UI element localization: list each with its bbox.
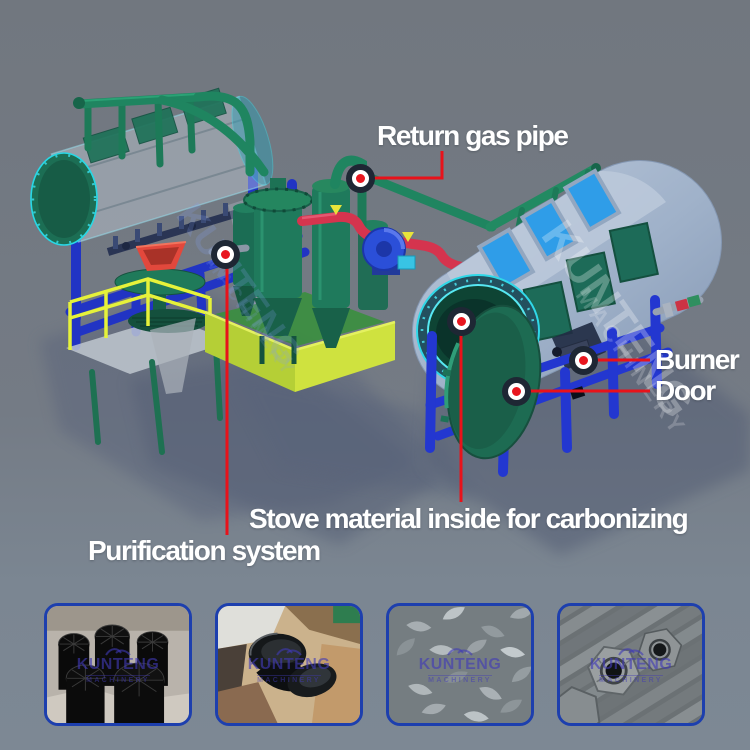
product-photo-gallery: KUNTENG MACHINERY (44, 603, 706, 726)
side-valve (652, 294, 704, 318)
briquette-illustration (560, 606, 702, 723)
purification-system-unit (204, 155, 601, 392)
label-door: Door (655, 375, 716, 406)
shell-charcoal-illustration (218, 606, 360, 723)
marker-door (507, 382, 525, 400)
shell-charcoal-in-hands-photo: KUNTENG MACHINERY (215, 603, 363, 726)
marker-burner (574, 351, 592, 369)
marker-stove-material (452, 312, 470, 330)
machinery-scene: KUNTENG MACHINERY KUNTENG MACHINERY (30, 87, 750, 555)
label-return-gas-pipe: Return gas pipe (377, 120, 569, 151)
carbonizing-stove (411, 160, 722, 477)
operator-platform (66, 277, 232, 455)
charcoal-shell-pieces-photo: KUNTENG MACHINERY (386, 603, 534, 726)
drum-end-cap (30, 152, 98, 246)
marker-purification-system (216, 245, 234, 263)
induced-draft-fan (362, 227, 416, 275)
charcoal-logs-illustration (47, 606, 189, 723)
drum-top-pipes (73, 91, 269, 177)
marker-return-gas-pipe (351, 169, 369, 187)
hardwood-charcoal-photo: KUNTENG MACHINERY (44, 603, 192, 726)
briquette-charcoal-photo: KUNTENG MACHINERY (557, 603, 705, 726)
label-stove-material: Stove material inside for carbonizing (249, 503, 689, 534)
label-burner: Burner (655, 344, 740, 375)
label-purification-system: Purification system (88, 535, 321, 566)
shell-pile-illustration (389, 606, 531, 723)
